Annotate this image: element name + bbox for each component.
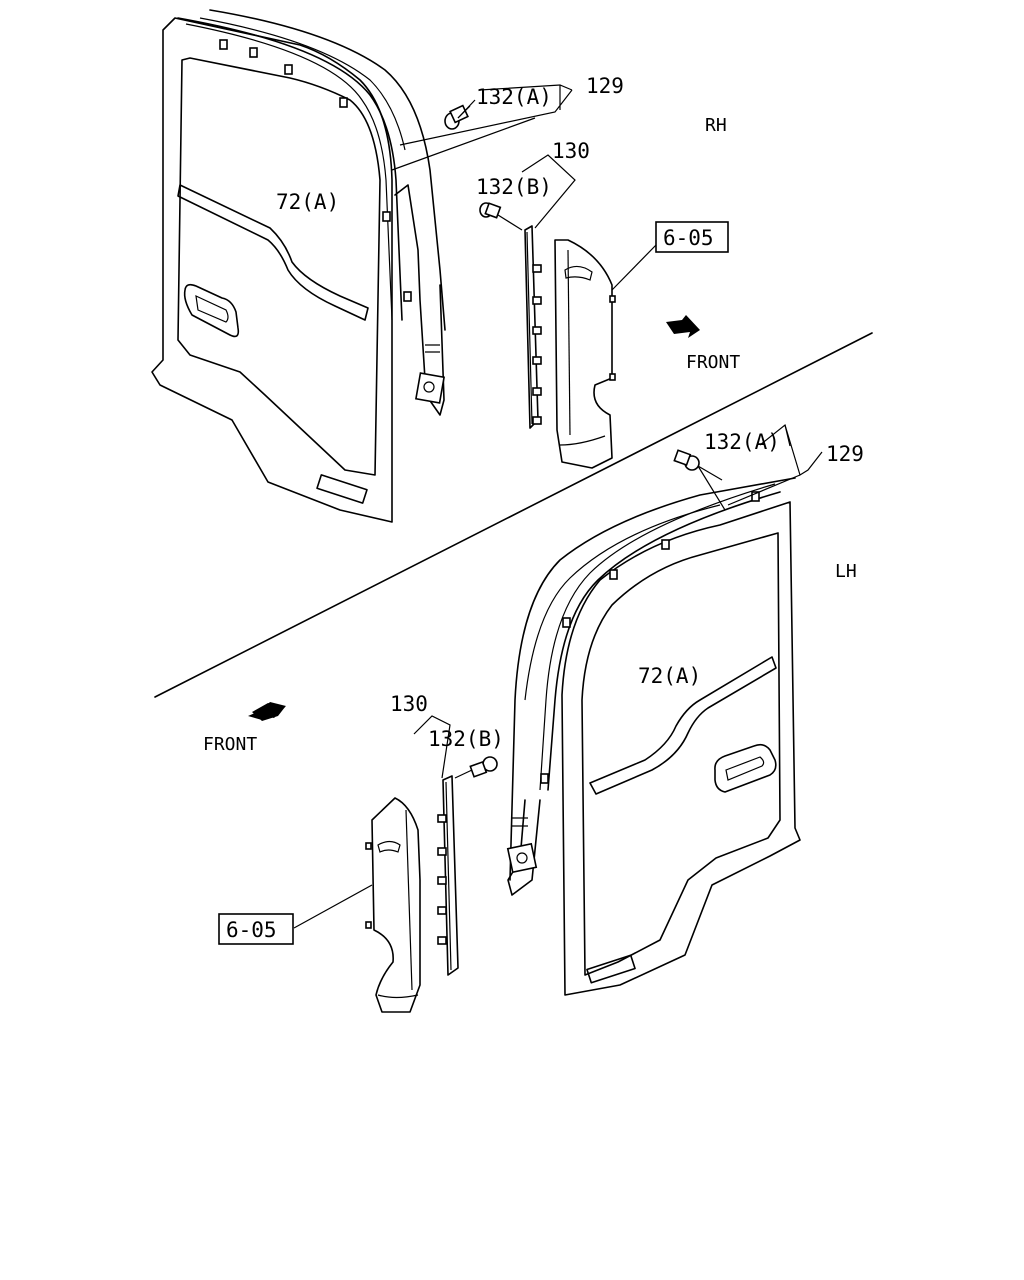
rh-ref-box	[655, 221, 729, 253]
lh-ref-box	[218, 913, 294, 945]
lh-seal-clips	[540, 491, 760, 784]
rh-label-132b: 132(B)	[476, 175, 552, 199]
lh-door-handle	[714, 743, 777, 793]
lh-view: 132(A) 129 LH 72(A) 130 132(B) FRONT 6-0…	[203, 423, 864, 1013]
lh-strip-130	[437, 775, 459, 976]
rh-clip-132b	[479, 202, 523, 231]
rh-door-inner-panel	[177, 57, 381, 476]
rh-front-label: FRONT	[686, 352, 740, 373]
rh-body-curve	[209, 9, 446, 331]
rh-strip-130	[524, 225, 542, 429]
lh-door-outline	[561, 501, 801, 996]
rh-door-outline	[151, 17, 393, 523]
lh-front-label: FRONT	[203, 734, 257, 755]
lh-label-ref: 6-05	[226, 918, 277, 942]
rh-garnish-72a	[177, 184, 369, 321]
lh-bracket-129	[784, 424, 823, 476]
lh-label-132a: 132(A)	[704, 430, 780, 454]
rh-roof-rail	[199, 17, 406, 151]
lh-label-130: 130	[390, 692, 428, 716]
lh-seal-strip-129	[547, 491, 781, 791]
lh-clip-132b	[454, 756, 498, 779]
rh-door-handle	[183, 283, 240, 338]
rh-front-arrow-icon	[666, 315, 700, 338]
rh-label-ref: 6-05	[663, 226, 714, 250]
rh-view: 132(A) 129 130 132(B) 72(A) 6-05 RH FRON…	[151, 9, 740, 523]
lh-garnish-72a	[589, 656, 777, 795]
lh-door-reflector	[586, 954, 636, 984]
lh-clip-132a	[673, 449, 723, 481]
rh-label-72a: 72(A)	[276, 190, 339, 214]
rh-pillar	[394, 184, 445, 416]
rh-door-reflector	[316, 474, 368, 504]
lh-pillar-trim	[365, 797, 421, 1013]
divider-line	[154, 332, 873, 698]
rh-label-130: 130	[552, 139, 590, 163]
lh-label-129: 129	[826, 442, 864, 466]
rh-clip-132a	[444, 104, 471, 130]
lh-side-label: LH	[835, 561, 857, 582]
rh-label-129: 129	[586, 74, 624, 98]
lh-label-72a: 72(A)	[638, 664, 701, 688]
rh-label-132a: 132(A)	[476, 85, 552, 109]
rh-seal-strip-129	[177, 17, 403, 321]
rh-seal-clips	[219, 39, 412, 302]
rh-pillar-trim	[554, 239, 616, 469]
lh-body-curve	[509, 477, 796, 881]
lh-label-132b: 132(B)	[428, 727, 504, 751]
lh-door-inner-panel	[581, 532, 781, 976]
rh-side-label: RH	[705, 115, 727, 136]
